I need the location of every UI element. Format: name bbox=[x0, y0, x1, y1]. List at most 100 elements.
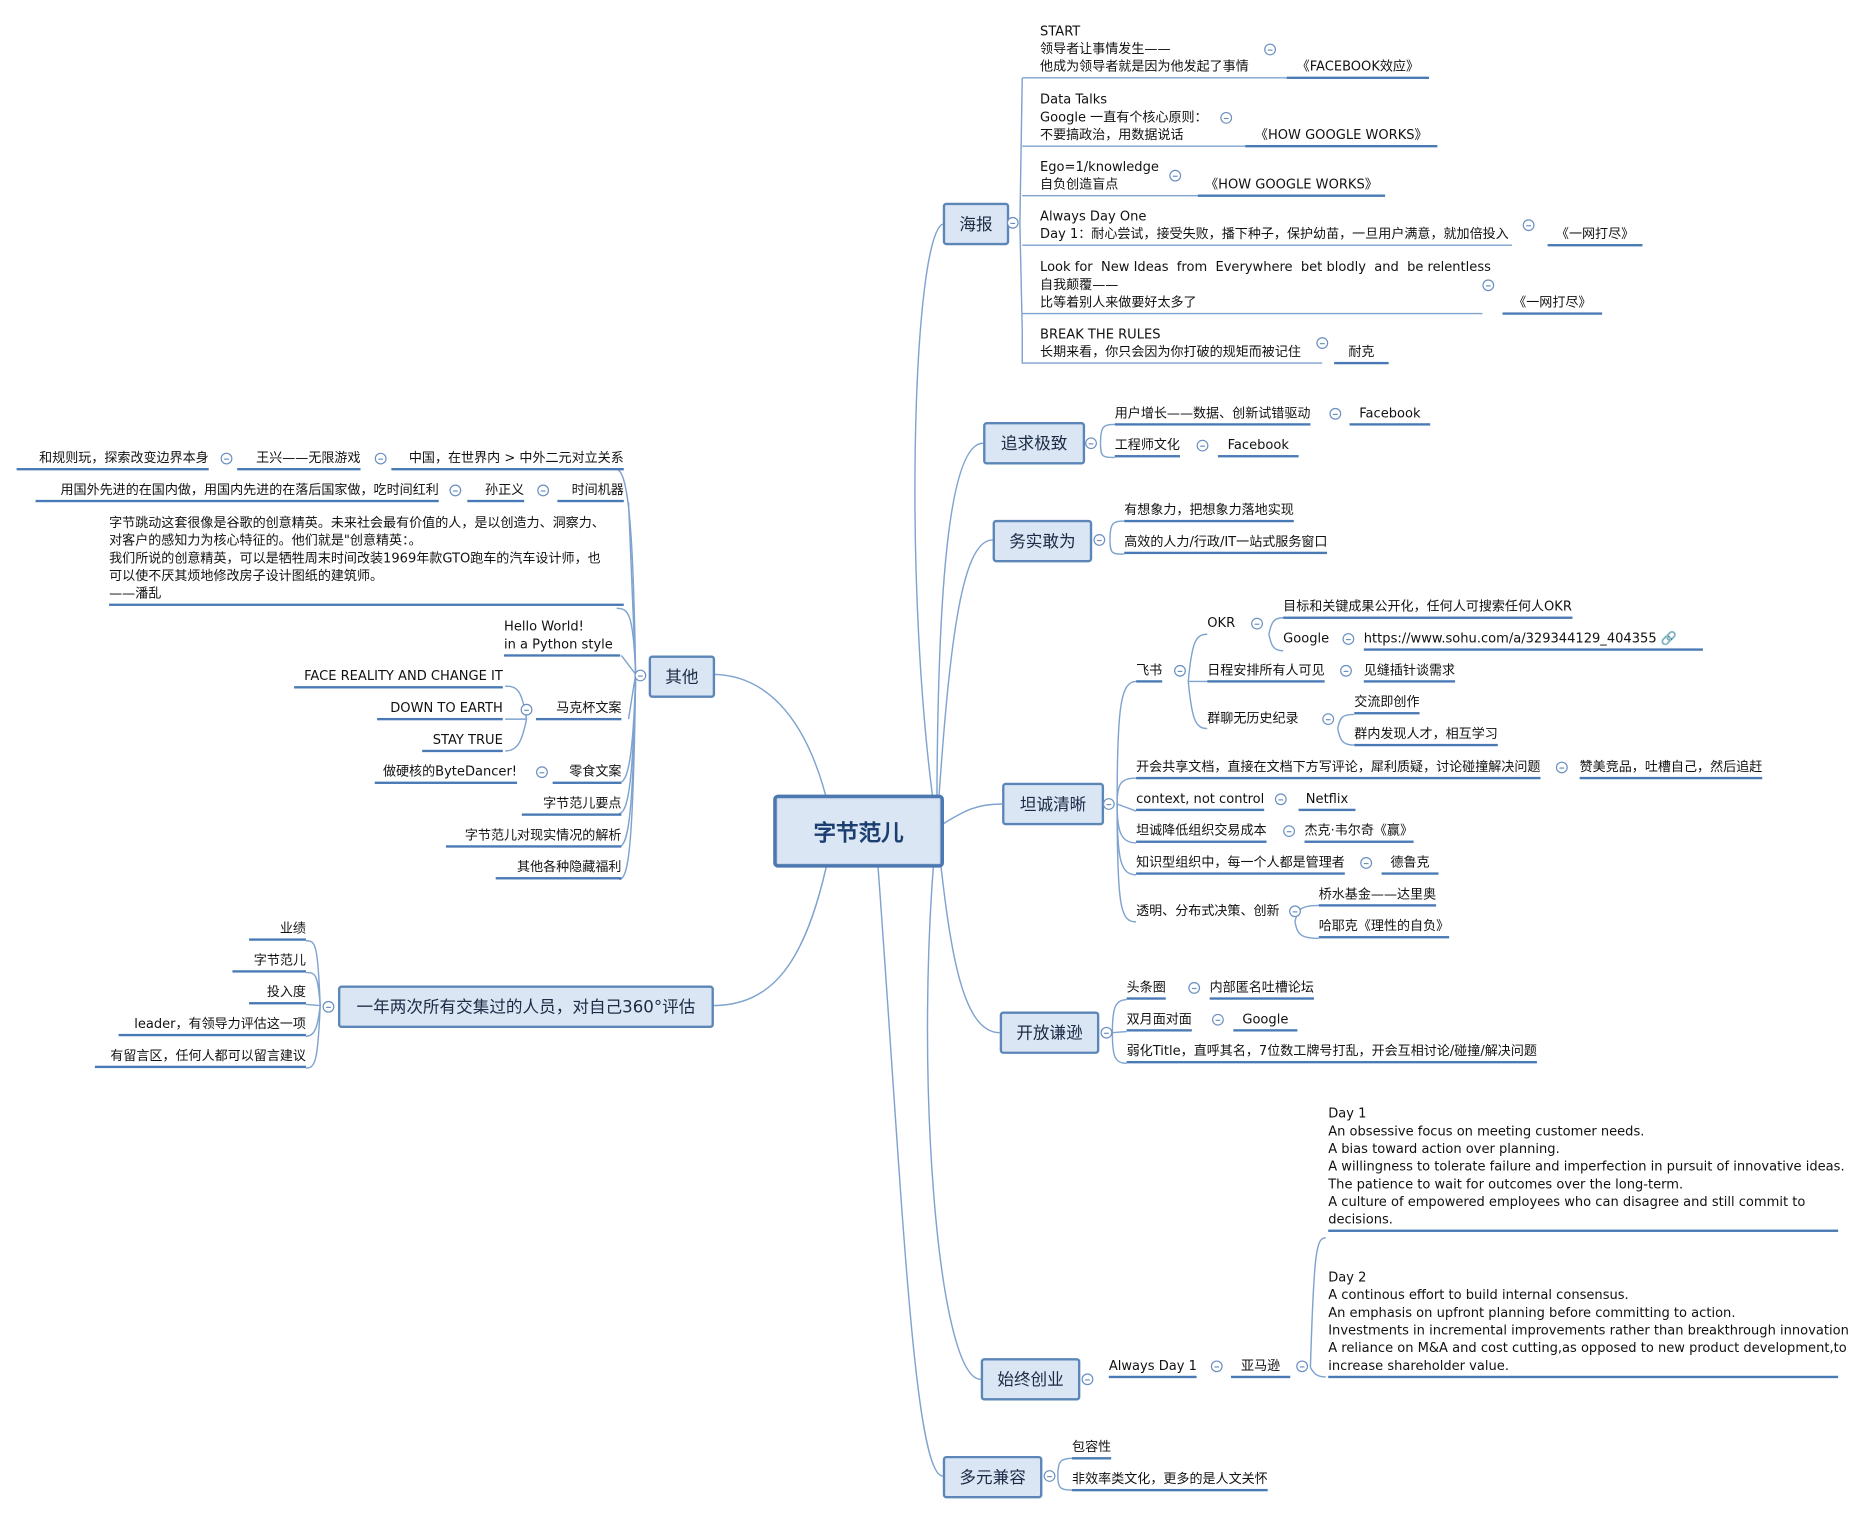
candor-schedule[interactable]: 日程安排所有人可见 bbox=[1207, 661, 1325, 683]
other-china[interactable]: 中国，在世界内 > 中外二元对立关系 bbox=[391, 449, 624, 471]
other-mug-copy[interactable]: 马克杯文案 bbox=[536, 699, 622, 721]
candor-docs-detail[interactable]: 赞美竞品，吐槽自己，然后追赶 bbox=[1579, 758, 1763, 780]
poster-ego-source[interactable]: 《HOW GOOGLE WORKS》 bbox=[1197, 176, 1386, 197]
open-anonymous-forum[interactable]: 内部匿名吐槽论坛 bbox=[1209, 978, 1314, 1000]
candor-group-chat[interactable]: 群聊无历史纪录 bbox=[1207, 710, 1299, 727]
collapse-toggle-icon[interactable] bbox=[1555, 761, 1568, 774]
branch-pingjia[interactable]: 一年两次所有交集过的人员，对自己360°评估 bbox=[337, 985, 714, 1029]
candor-google[interactable]: Google bbox=[1283, 630, 1330, 647]
candor-chat-talent[interactable]: 群内发现人才，相互学习 bbox=[1354, 725, 1498, 747]
candor-chat-create[interactable]: 交流即创作 bbox=[1354, 693, 1420, 715]
collapse-toggle-icon[interactable] bbox=[322, 1000, 335, 1013]
collapse-toggle-icon[interactable] bbox=[1316, 337, 1329, 349]
poster-data-talks[interactable]: Data Talks Google 一直有个核心原则： 不要搞政治，用数据说话 bbox=[1040, 91, 1208, 143]
branch-tancheng[interactable]: 坦诚清晰 bbox=[1002, 782, 1105, 826]
collapse-toggle-icon[interactable] bbox=[1211, 1013, 1224, 1026]
link-url-text[interactable]: https://www.sohu.com/a/329344129_404355 bbox=[1363, 630, 1657, 647]
branch-zhuiqiu[interactable]: 追求极致 bbox=[983, 422, 1086, 465]
collapse-toggle-icon[interactable] bbox=[1522, 219, 1535, 232]
branch-qita[interactable]: 其他 bbox=[648, 655, 716, 698]
other-wangxing-detail[interactable]: 和规则玩，探索改变边界本身 bbox=[16, 449, 209, 471]
collapse-toggle-icon[interactable] bbox=[1342, 633, 1355, 645]
candor-hayek[interactable]: 哈耶克《理性的自负》 bbox=[1318, 917, 1450, 939]
poster-break-rules[interactable]: BREAK THE RULES 长期来看，你只会因为你打破的规矩而被记住 bbox=[1040, 326, 1301, 360]
collapse-toggle-icon[interactable] bbox=[1174, 664, 1186, 677]
collapse-toggle-icon[interactable] bbox=[1102, 798, 1115, 810]
poster-look-for[interactable]: Look for New Ideas from Everywhere bet b… bbox=[1040, 259, 1491, 311]
candor-cost-source[interactable]: 杰克·韦尔奇《赢》 bbox=[1304, 822, 1413, 843]
review-engagement[interactable]: 投入度 bbox=[249, 983, 306, 1005]
poster-day-one[interactable]: Always Day One Day 1：耐心尝试，接受失败，播下种子，保护幼苗… bbox=[1040, 208, 1509, 242]
collapse-toggle-icon[interactable] bbox=[1482, 279, 1495, 292]
branch-kaifang[interactable]: 开放谦逊 bbox=[999, 1011, 1100, 1054]
branch-haibao[interactable]: 海报 bbox=[942, 202, 1010, 246]
collapse-toggle-icon[interactable] bbox=[1093, 534, 1106, 546]
poster-data-source[interactable]: 《HOW GOOGLE WORKS》 bbox=[1245, 126, 1438, 148]
open-toutiao-circle[interactable]: 头条圈 bbox=[1126, 978, 1166, 1000]
branch-wushi[interactable]: 务实敢为 bbox=[992, 519, 1093, 563]
collapse-toggle-icon[interactable] bbox=[1360, 857, 1373, 869]
collapse-toggle-icon[interactable] bbox=[220, 452, 233, 465]
other-benefits[interactable]: 其他各种隐藏福利 bbox=[495, 858, 622, 880]
pragmatic-service[interactable]: 高效的人力/行政/IT一站式服务窗口 bbox=[1124, 533, 1328, 555]
collapse-toggle-icon[interactable] bbox=[1283, 825, 1296, 838]
diversity-inclusive[interactable]: 包容性 bbox=[1072, 1438, 1112, 1460]
pragmatic-imagination[interactable]: 有想象力，把想象力落地实现 bbox=[1124, 501, 1294, 523]
pursuit-engineer[interactable]: 工程师文化 bbox=[1114, 436, 1180, 458]
candor-cost[interactable]: 坦诚降低组织交易成本 bbox=[1136, 822, 1267, 843]
other-snack-copy[interactable]: 零食文案 bbox=[552, 763, 622, 784]
candor-shared-docs[interactable]: 开会共享文档，直接在文档下方写评论，犀利质疑，讨论碰撞解决问题 bbox=[1136, 758, 1541, 780]
other-creative-elite-quote[interactable]: 字节跳动这套很像是谷歌的创意精英。未来社会最有价值的人，是以创造力、洞察力、 对… bbox=[109, 514, 624, 606]
other-stay-true[interactable]: STAY TRUE bbox=[422, 731, 503, 753]
collapse-toggle-icon[interactable] bbox=[1169, 169, 1182, 182]
collapse-toggle-icon[interactable] bbox=[1329, 407, 1342, 420]
review-comments[interactable]: 有留言区，任何人都可以留言建议 bbox=[94, 1047, 306, 1069]
collapse-toggle-icon[interactable] bbox=[520, 703, 533, 716]
collapse-toggle-icon[interactable] bbox=[1210, 1360, 1223, 1373]
review-performance[interactable]: 业绩 bbox=[249, 920, 306, 941]
pursuit-engineer-source[interactable]: Facebook bbox=[1217, 436, 1299, 458]
collapse-toggle-icon[interactable] bbox=[1085, 437, 1097, 450]
collapse-toggle-icon[interactable] bbox=[1296, 1360, 1309, 1373]
pursuit-growth-source[interactable]: Facebook bbox=[1349, 404, 1431, 426]
candor-transparency[interactable]: 透明、分布式决策、创新 bbox=[1136, 903, 1280, 919]
startup-amazon[interactable]: 亚马逊 bbox=[1230, 1357, 1291, 1379]
collapse-toggle-icon[interactable] bbox=[1196, 439, 1209, 452]
collapse-toggle-icon[interactable] bbox=[1081, 1373, 1094, 1386]
collapse-toggle-icon[interactable] bbox=[536, 766, 548, 779]
open-weaken-title[interactable]: 弱化Title，直呼其名，7位数工牌号打乱，开会互相讨论/碰撞/解决问题 bbox=[1126, 1042, 1537, 1064]
poster-day-one-source[interactable]: 《一网打尽》 bbox=[1547, 225, 1643, 247]
open-bimonthly[interactable]: 双月面对面 bbox=[1126, 1010, 1192, 1032]
other-son-detail[interactable]: 用国外先进的在国内做，用国内先进的在落后国家做，吃时间红利 bbox=[35, 481, 439, 503]
startup-always-day1[interactable]: Always Day 1 bbox=[1108, 1357, 1197, 1379]
hyperlink-icon[interactable]: 🔗 bbox=[1660, 630, 1678, 647]
collapse-toggle-icon[interactable] bbox=[1274, 793, 1287, 806]
collapse-toggle-icon[interactable] bbox=[1251, 617, 1263, 630]
collapse-toggle-icon[interactable] bbox=[1100, 1026, 1113, 1039]
poster-start[interactable]: START 领导者让事情发生—— 他成为领导者就是因为他发起了事情 bbox=[1040, 23, 1249, 75]
startup-day2-text[interactable]: Day 2 A continous effort to build intern… bbox=[1328, 1268, 1850, 1379]
open-bimonthly-source[interactable]: Google bbox=[1233, 1010, 1298, 1032]
candor-okr-detail[interactable]: 目标和关键成果公开化，任何人可搜索任何人OKR bbox=[1283, 598, 1572, 619]
review-leadership[interactable]: leader，有领导力评估这一项 bbox=[118, 1015, 306, 1037]
candor-knowledge-source[interactable]: 德鲁克 bbox=[1381, 854, 1439, 875]
collapse-toggle-icon[interactable] bbox=[1340, 664, 1352, 677]
candor-feishu[interactable]: 飞书 bbox=[1136, 661, 1163, 683]
other-snack-detail[interactable]: 做硬核的ByteDancer! bbox=[374, 763, 518, 784]
other-key-points[interactable]: 字节范儿要点 bbox=[521, 795, 622, 816]
collapse-toggle-icon[interactable] bbox=[374, 452, 387, 465]
branch-duoyuan[interactable]: 多元兼容 bbox=[942, 1455, 1043, 1499]
collapse-toggle-icon[interactable] bbox=[1322, 713, 1335, 726]
collapse-toggle-icon[interactable] bbox=[634, 669, 647, 682]
collapse-toggle-icon[interactable] bbox=[449, 484, 462, 497]
startup-day1-text[interactable]: Day 1 An obsessive focus on meeting cust… bbox=[1328, 1105, 1845, 1232]
other-wangxing[interactable]: 王兴——无限游戏 bbox=[237, 449, 361, 471]
collapse-toggle-icon[interactable] bbox=[1188, 982, 1201, 994]
poster-start-source[interactable]: 《FACEBOOK效应》 bbox=[1286, 58, 1430, 79]
candor-context-source[interactable]: Netflix bbox=[1298, 790, 1356, 812]
poster-break-source[interactable]: 耐克 bbox=[1334, 343, 1389, 365]
pursuit-growth[interactable]: 用户增长——数据、创新试错驱动 bbox=[1114, 404, 1311, 426]
collapse-toggle-icon[interactable] bbox=[1289, 905, 1301, 918]
branch-shizhong[interactable]: 始终创业 bbox=[980, 1358, 1081, 1401]
other-son[interactable]: 孙正义 bbox=[467, 481, 525, 503]
